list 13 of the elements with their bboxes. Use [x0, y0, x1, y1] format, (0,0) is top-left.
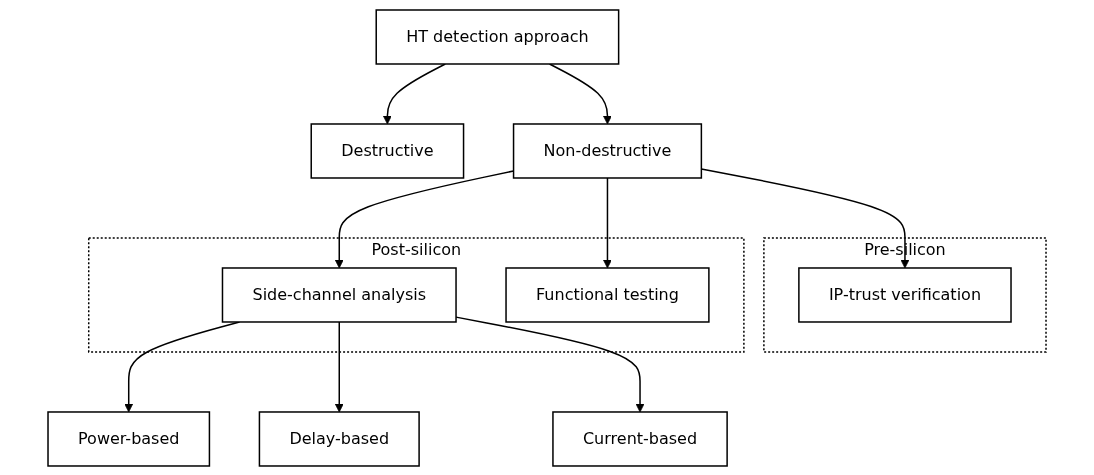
- arrow: [383, 62, 447, 124]
- node-box: Power-based: [47, 410, 211, 467]
- arrow: [334, 320, 344, 412]
- node-box: HT detection approach: [375, 8, 620, 65]
- node-box: Side-channel analysis: [221, 266, 457, 323]
- node-box: Delay-based: [258, 410, 420, 467]
- arrow: [548, 62, 612, 124]
- arrow: [603, 176, 612, 268]
- node-box: IP-trust verification: [798, 266, 1012, 323]
- node-box: Non-destructive: [512, 122, 703, 179]
- node-box: Current-based: [552, 410, 728, 467]
- node-box: Destructive: [310, 122, 465, 179]
- node-box: Functional testing: [505, 266, 710, 323]
